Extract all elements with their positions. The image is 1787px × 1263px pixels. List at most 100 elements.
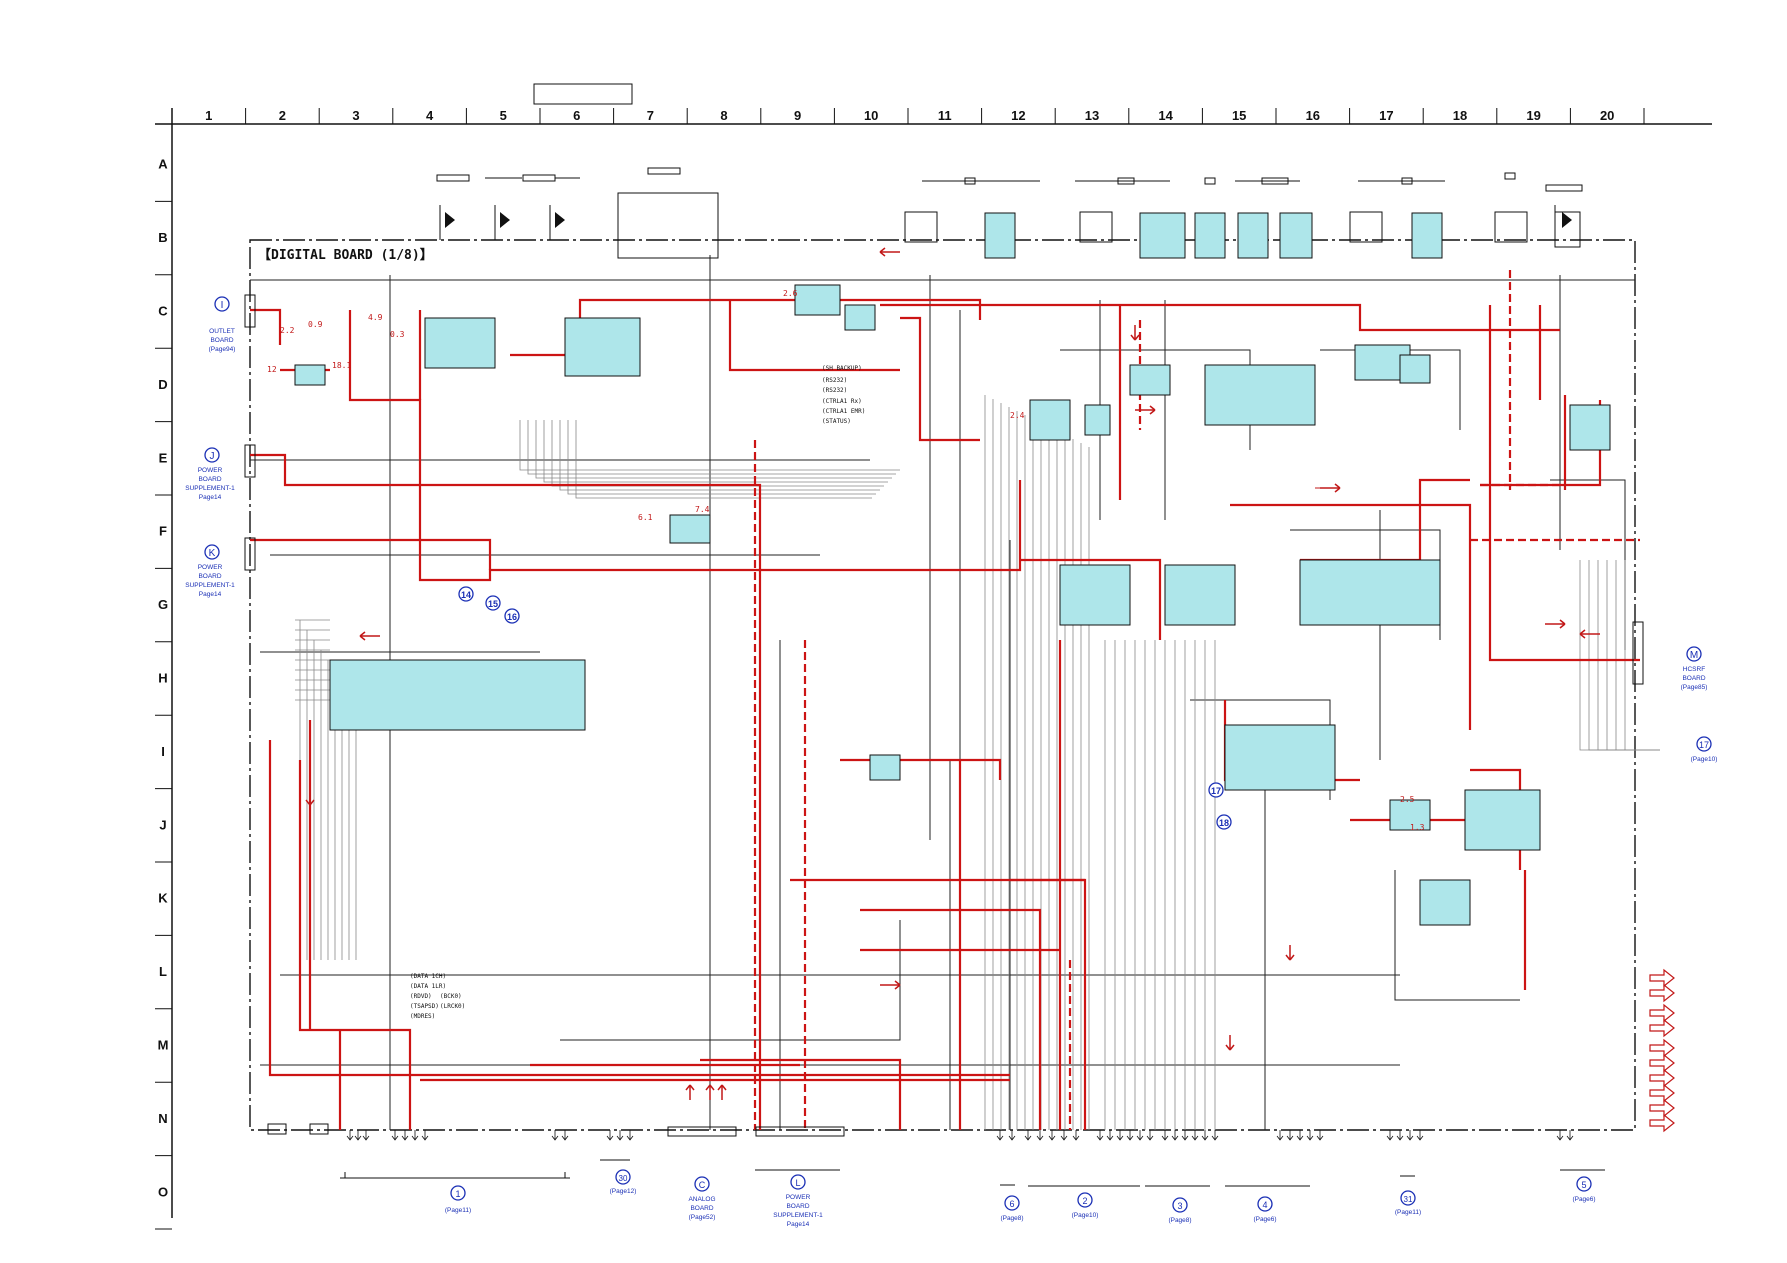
svg-text:31: 31 — [1404, 1195, 1413, 1204]
svg-text:BOARD: BOARD — [198, 476, 221, 483]
svg-text:(Page10): (Page10) — [1072, 1212, 1099, 1219]
left-board-refs: I OUTLET BOARD (Page94) J POWER BOARD SU… — [185, 294, 256, 598]
svg-text:(MDRES): (MDRES) — [410, 1013, 435, 1020]
svg-text:(BCK0): (BCK0) — [440, 993, 462, 1000]
ic-gate-4 — [1029, 399, 1071, 441]
legend-arrow — [1649, 1113, 1675, 1133]
ref-I: I — [221, 300, 224, 311]
svg-text:BOARD: BOARD — [210, 337, 233, 344]
svg-text:30: 30 — [619, 1174, 628, 1183]
callout-18: 18 — [1219, 818, 1229, 828]
svg-text:OUTLET: OUTLET — [209, 328, 235, 335]
ic-gate-11 — [869, 754, 901, 781]
svg-text:(LRCK0): (LRCK0) — [440, 1003, 465, 1010]
svg-text:(Page85): (Page85) — [1681, 684, 1708, 691]
column-label: 14 — [1158, 108, 1173, 123]
ic-gate-8 — [1399, 354, 1431, 384]
legend-arrows — [1649, 968, 1675, 1133]
svg-text:2.6: 2.6 — [783, 289, 798, 298]
ic-logic-3 — [1164, 564, 1236, 626]
svg-text:5: 5 — [1581, 1180, 1586, 1190]
ic-gate-3 — [669, 514, 711, 544]
svg-text:(STATUS): (STATUS) — [822, 418, 851, 425]
column-label: 3 — [352, 108, 359, 123]
svg-text:1.3: 1.3 — [1410, 823, 1425, 832]
column-label: 13 — [1085, 108, 1099, 123]
svg-text:(Page94): (Page94) — [209, 346, 236, 353]
ic-logic-5 — [1224, 724, 1336, 791]
svg-text:BOARD: BOARD — [198, 573, 221, 580]
voltage-labels: 2.2 0.9 4.9 0.3 12 18.1 2.6 2.4 6.1 7.4 … — [267, 289, 1425, 832]
svg-text:BOARD: BOARD — [690, 1205, 713, 1212]
callout-15: 15 — [488, 599, 498, 609]
ref-17-right: 17 — [1699, 740, 1709, 750]
ic-gate-12 — [294, 364, 326, 386]
column-label: 5 — [500, 108, 507, 123]
callout-17: 17 — [1211, 786, 1221, 796]
column-label: 9 — [794, 108, 801, 123]
svg-text:(SH BACKUP): (SH BACKUP) — [822, 365, 862, 372]
callouts: 14 15 16 17 18 — [458, 586, 1232, 830]
ic-eeprom — [1419, 879, 1471, 926]
ic-packages — [294, 284, 1611, 926]
column-label: 8 — [720, 108, 727, 123]
ic-logic-6 — [1464, 789, 1541, 851]
bottom-page-refs: 1 (Page11) 30 (Page12) C ANALOG BOARD (P… — [445, 1169, 1596, 1228]
ref-J: J — [210, 451, 215, 462]
svg-text:ANALOG: ANALOG — [688, 1196, 715, 1203]
svg-text:12: 12 — [267, 365, 277, 374]
svg-text:Page14: Page14 — [199, 494, 222, 501]
svg-text:POWER: POWER — [786, 1194, 811, 1201]
svg-text:7.4: 7.4 — [695, 505, 710, 514]
row-label: N — [158, 1111, 167, 1126]
ic-regulator — [424, 317, 496, 369]
svg-text:4: 4 — [1262, 1200, 1267, 1210]
row-label: H — [158, 671, 167, 686]
svg-text:BOARD: BOARD — [786, 1203, 809, 1210]
svg-text:0.3: 0.3 — [390, 330, 405, 339]
svg-text:HCSRF: HCSRF — [1683, 666, 1705, 673]
svg-text:(Page52): (Page52) — [689, 1214, 716, 1221]
legend-arrow — [1649, 1083, 1675, 1103]
svg-text:2: 2 — [1082, 1196, 1087, 1206]
column-label: 19 — [1526, 108, 1540, 123]
svg-text:(DATA 1LR): (DATA 1LR) — [410, 983, 446, 990]
row-label: O — [158, 1184, 168, 1199]
svg-text:(Page10): (Page10) — [1691, 756, 1718, 763]
legend-arrow — [1649, 983, 1675, 1003]
svg-text:6.1: 6.1 — [638, 513, 653, 522]
ic-buffer — [564, 317, 641, 377]
svg-text:2.5: 2.5 — [1400, 795, 1415, 804]
legend-arrow — [1649, 1053, 1675, 1073]
callout-16: 16 — [507, 612, 517, 622]
legend-arrow — [1649, 1003, 1675, 1023]
ref-M: M — [1690, 650, 1698, 661]
svg-text:(Page6): (Page6) — [1253, 1216, 1276, 1223]
svg-text:2.2: 2.2 — [280, 326, 295, 335]
ic-logic-2 — [1059, 564, 1131, 626]
svg-text:(Page11): (Page11) — [445, 1207, 471, 1214]
row-label: I — [161, 744, 165, 759]
row-label: M — [158, 1038, 169, 1053]
svg-text:1: 1 — [455, 1189, 460, 1199]
ref-K: K — [209, 548, 216, 559]
svg-text:SUPPLEMENT-1: SUPPLEMENT-1 — [773, 1212, 823, 1219]
svg-text:Page14: Page14 — [199, 591, 222, 598]
svg-text:(RS232): (RS232) — [822, 377, 847, 384]
row-label: E — [159, 450, 168, 465]
board-title: 【DIGITAL BOARD (1/8)】 — [258, 247, 433, 263]
svg-text:C: C — [699, 1180, 706, 1190]
row-label: J — [159, 817, 166, 832]
column-label: 10 — [864, 108, 878, 123]
column-label: 15 — [1232, 108, 1246, 123]
svg-text:3: 3 — [1177, 1201, 1182, 1211]
svg-text:(TSAPSD): (TSAPSD) — [410, 1003, 439, 1010]
ic-logic-1 — [1204, 364, 1316, 426]
legend-arrow — [1649, 1068, 1675, 1088]
svg-text:4.9: 4.9 — [368, 313, 383, 322]
svg-text:(Page8): (Page8) — [1000, 1215, 1023, 1222]
flow-arrows — [305, 247, 1600, 1100]
ic-gate-10 — [1569, 404, 1611, 451]
bottom-connectors — [267, 1123, 1605, 1187]
